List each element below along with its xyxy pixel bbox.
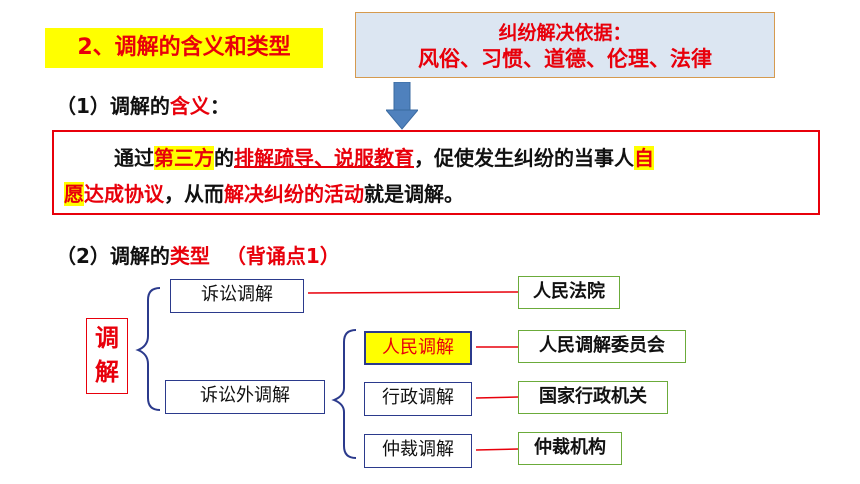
connector-court xyxy=(307,291,519,294)
def-text-2: 的 xyxy=(214,146,234,170)
def-text-1: 通过 xyxy=(114,146,154,170)
meaning-heading: （1）调解的含义： xyxy=(56,90,230,119)
node-non-litigation: 诉讼外调解 xyxy=(165,380,325,414)
def-text-3: ，促使发生纠纷的当事人 xyxy=(414,146,634,170)
dispute-basis-box: 纠纷解决依据： 风俗、习惯、道德、伦理、法律 xyxy=(355,12,775,78)
body-arbitration-org: 仲裁机构 xyxy=(518,432,622,465)
def-agreement: 达成协议 xyxy=(84,182,164,206)
basis-heading: 纠纷解决依据： xyxy=(498,22,632,44)
connector-arbitration xyxy=(475,448,519,451)
root-char-2: 解 xyxy=(95,358,119,386)
main-brace xyxy=(135,287,161,411)
body-court: 人民法院 xyxy=(518,276,620,309)
mediation-root: 调 解 xyxy=(86,318,128,394)
node-litigation: 诉讼调解 xyxy=(170,279,304,313)
def-text-4: ，从而 xyxy=(164,182,224,206)
section-title: 2、调解的含义和类型 xyxy=(45,28,323,68)
sub-brace xyxy=(331,329,357,459)
types-heading-note: （背诵点1） xyxy=(225,244,340,268)
def-methods: 排解疏导、说服教育 xyxy=(234,146,414,170)
types-heading: （2）调解的类型 （背诵点1） xyxy=(56,240,340,269)
connector-government xyxy=(475,396,519,399)
def-third-party: 第三方 xyxy=(154,146,214,170)
types-heading-prefix: （2）调解的 xyxy=(56,244,170,268)
def-voluntary-2: 愿 xyxy=(64,182,84,206)
basis-list: 风俗、习惯、道德、伦理、法律 xyxy=(418,47,712,71)
def-text-5: 就是调解。 xyxy=(364,182,464,206)
body-committee: 人民调解委员会 xyxy=(518,330,686,363)
node-administrative: 行政调解 xyxy=(364,382,472,416)
def-activity: 解决纠纷的活动 xyxy=(224,182,364,206)
node-people-mediation: 人民调解 xyxy=(364,331,472,365)
def-voluntary-1: 自 xyxy=(634,146,654,170)
types-heading-highlight: 类型 xyxy=(169,244,210,268)
definition-box: 通过第三方的排解疏导、说服教育，促使发生纠纷的当事人自愿达成协议，从而解决纠纷的… xyxy=(52,130,820,215)
meaning-heading-prefix: （1）调解的 xyxy=(56,94,170,118)
meaning-heading-suffix: ： xyxy=(209,94,230,118)
root-char-1: 调 xyxy=(95,324,119,352)
body-government: 国家行政机关 xyxy=(518,381,668,414)
node-arbitration: 仲裁调解 xyxy=(364,434,472,468)
meaning-heading-highlight: 含义 xyxy=(169,94,210,118)
down-arrow-icon xyxy=(386,82,418,130)
